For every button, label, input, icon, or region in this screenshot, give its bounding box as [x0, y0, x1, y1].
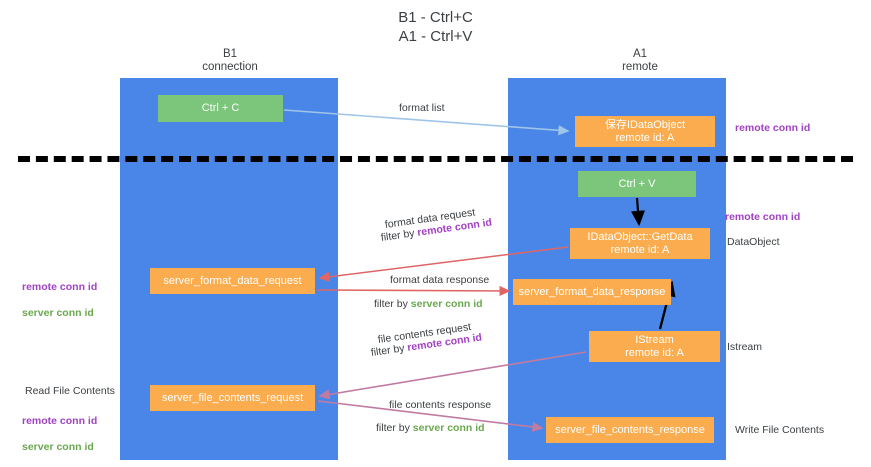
node-server-file-contents-response[interactable]: server_file_contents_response: [546, 417, 714, 443]
filter-key-server-conn-id: server conn id: [412, 422, 485, 434]
node-ctrl-c[interactable]: Ctrl + C: [158, 95, 283, 122]
column-header-b1: B1 connection: [202, 48, 258, 73]
annotation-conn-ids-lower: remote conn id server conn id: [22, 402, 97, 467]
node-server-format-data-response[interactable]: server_format_data_response: [513, 279, 671, 305]
annotation-server-conn-id: server conn id: [22, 307, 94, 319]
annotation-read-file-contents: Read File Contents: [25, 385, 115, 397]
node-save-idataobject[interactable]: 保存IDataObject remote id: A: [575, 116, 715, 147]
column-header-a1: A1 remote: [622, 48, 658, 73]
annotation-istream: Istream: [727, 341, 763, 353]
annotation-remote-conn-id: remote conn id: [22, 281, 98, 293]
edge-label-format-data-response: format data response: [390, 274, 490, 286]
annotation-write-file-contents: Write File Contents: [735, 424, 825, 436]
section-divider: [18, 156, 853, 162]
filter-prefix: filter by: [376, 422, 413, 434]
node-idataobject-getdata[interactable]: IDataObject::GetData remote id: A: [570, 228, 710, 259]
node-server-format-data-request[interactable]: server_format_data_request: [150, 268, 315, 294]
filter-prefix: filter by: [370, 341, 409, 359]
node-istream[interactable]: IStream remote id: A: [589, 331, 720, 362]
node-server-file-contents-request[interactable]: server_file_contents_request: [150, 385, 315, 411]
filter-prefix: filter by: [374, 298, 411, 310]
annotation-conn-ids-upper: remote conn id server conn id: [22, 268, 97, 333]
annotation-remote-conn-id-mid: remote conn id: [725, 211, 801, 223]
edge-label-format-data-response-filter: filter by server conn id: [374, 298, 483, 311]
edge-label-format-list: format list: [399, 102, 445, 114]
edge-label-file-contents-response: file contents response: [389, 399, 492, 411]
edge-label-file-contents-response-filter: filter by server conn id: [376, 422, 485, 435]
annotation-remote-conn-id: remote conn id: [22, 415, 98, 427]
annotation-server-conn-id: server conn id: [22, 441, 94, 453]
filter-key-server-conn-id: server conn id: [410, 298, 483, 310]
node-ctrl-v[interactable]: Ctrl + V: [578, 171, 696, 197]
annotation-remote-conn-id-top: remote conn id: [735, 122, 811, 134]
annotation-dataobject: DataObject: [727, 236, 780, 248]
page-title: B1 - Ctrl+C A1 - Ctrl+V: [398, 9, 473, 45]
